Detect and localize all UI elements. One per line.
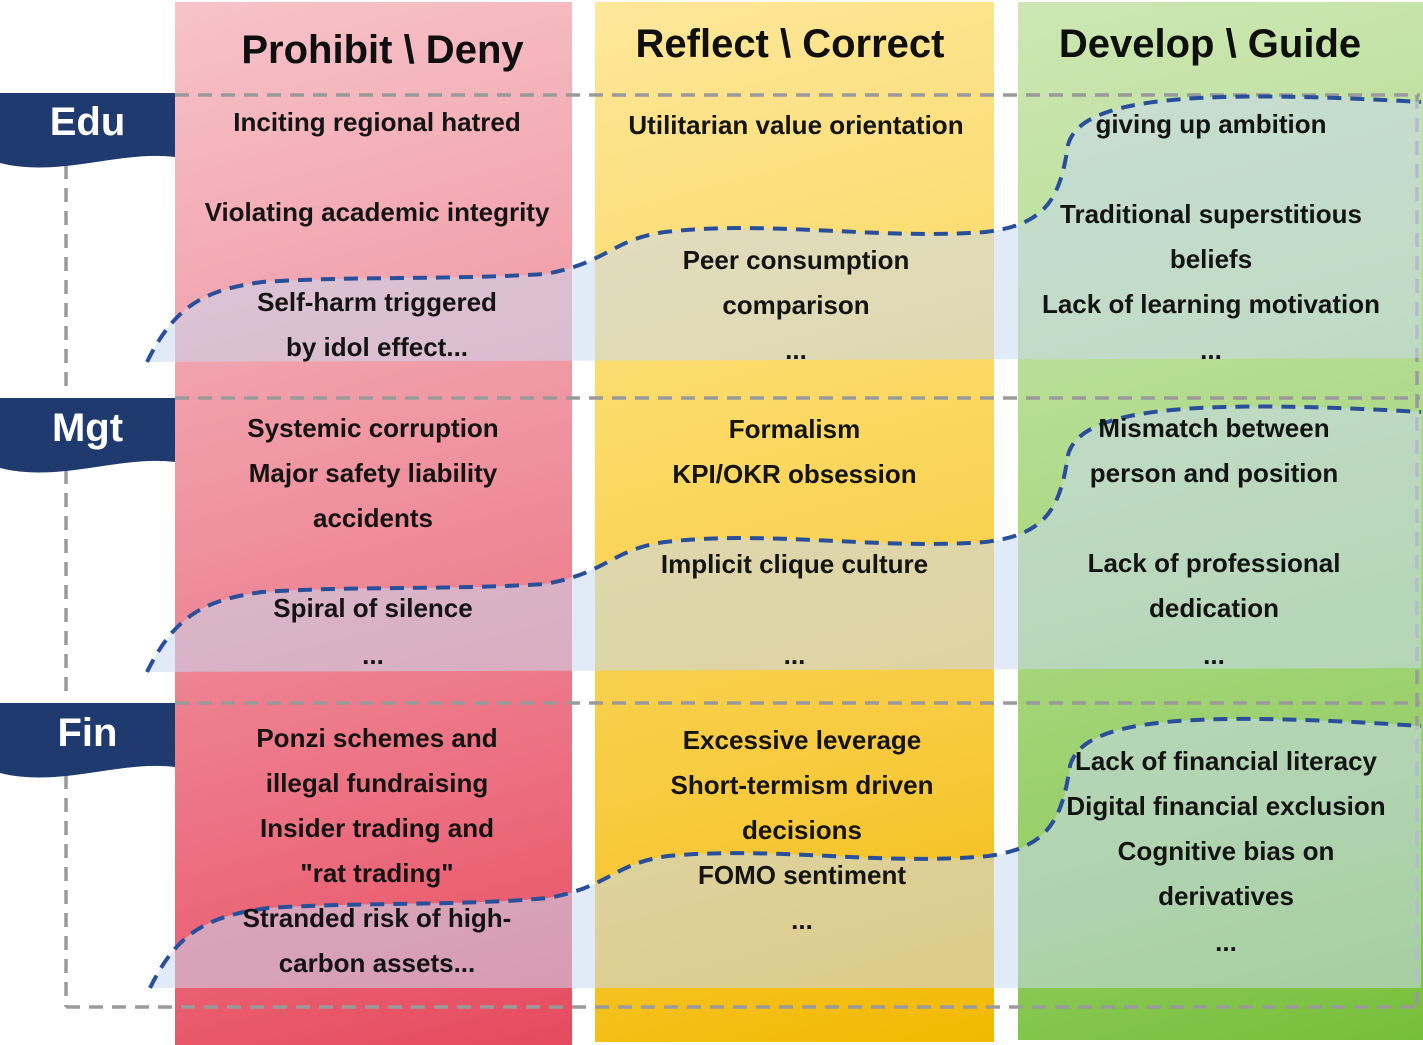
wave-fin <box>148 716 1422 989</box>
cell-text: giving up ambition <box>1095 109 1327 139</box>
cell-text: ... <box>1203 640 1225 670</box>
cell-text: FOMO sentiment <box>697 860 906 890</box>
column-header-develop: Develop \ Guide <box>1058 22 1362 66</box>
cell-text: Short-termism driven <box>670 770 934 800</box>
cell-text: Stranded risk of high- <box>242 903 512 933</box>
tab-mgt <box>0 398 175 473</box>
cell-text: decisions <box>742 815 862 845</box>
cell-text: Implicit clique culture <box>660 549 929 579</box>
column-header-reflect: Reflect \ Correct <box>635 22 945 66</box>
wave-edu <box>145 94 1422 363</box>
cell-text: Mismatch between <box>1098 413 1330 443</box>
cell-text: illegal fundraising <box>265 768 489 798</box>
cell-text: Self-harm triggered <box>257 287 497 317</box>
cell-text: accidents <box>313 503 433 533</box>
cell-text: Insider trading and <box>259 813 495 843</box>
cell-text: Spiral of silence <box>273 593 473 623</box>
tab-fin <box>0 703 175 778</box>
cell-text: person and position <box>1089 458 1339 488</box>
column-header-prohibit: Prohibit \ Deny <box>241 28 524 72</box>
prohibit-column <box>175 2 572 1045</box>
cell-text: Excessive leverage <box>682 725 922 755</box>
cell-text: comparison <box>722 290 870 320</box>
cell-text: Systemic corruption <box>247 413 499 443</box>
tab-edu <box>0 93 175 168</box>
cell-text: ... <box>785 335 807 365</box>
cell-text: KPI/OKR obsession <box>672 459 917 489</box>
row-label-fin: Fin <box>57 711 118 755</box>
cell-text: Cognitive bias on <box>1117 836 1335 866</box>
cell-text: ... <box>1200 335 1222 365</box>
cell-text: "rat trading" <box>300 858 454 888</box>
cell-text: Traditional superstitious <box>1060 199 1362 229</box>
cell-text: Major safety liability <box>248 458 498 488</box>
cell-text: Formalism <box>728 414 861 444</box>
cell-text: ... <box>362 640 384 670</box>
cell-text: derivatives <box>1158 881 1294 911</box>
cell-text: Violating academic integrity <box>204 197 550 227</box>
row-tabs <box>0 93 175 778</box>
cell-text: Ponzi schemes and <box>256 723 498 753</box>
cell-text: dedication <box>1148 593 1279 623</box>
wave-mgt <box>145 404 1422 673</box>
cell-text: ... <box>783 640 806 670</box>
cell-text: ... <box>791 905 813 935</box>
cell-text: Lack of learning motivation <box>1041 289 1381 319</box>
cell-text: Digital financial exclusion <box>1066 791 1386 821</box>
cell-text: Peer consumption <box>682 245 910 275</box>
cell-text: Lack of financial literacy <box>1074 746 1377 776</box>
cell-text: ... <box>1215 927 1237 957</box>
cell-text: beliefs <box>1169 244 1253 274</box>
cell-text: carbon assets... <box>278 948 476 978</box>
row-label-edu: Edu <box>49 100 126 144</box>
cell-text: Lack of professional <box>1087 548 1341 578</box>
cell-text: by idol effect... <box>285 332 469 362</box>
cell-text: Inciting regional hatred <box>233 107 521 137</box>
cell-text: Utilitarian value orientation <box>628 110 964 140</box>
row-label-mgt: Mgt <box>51 406 124 450</box>
